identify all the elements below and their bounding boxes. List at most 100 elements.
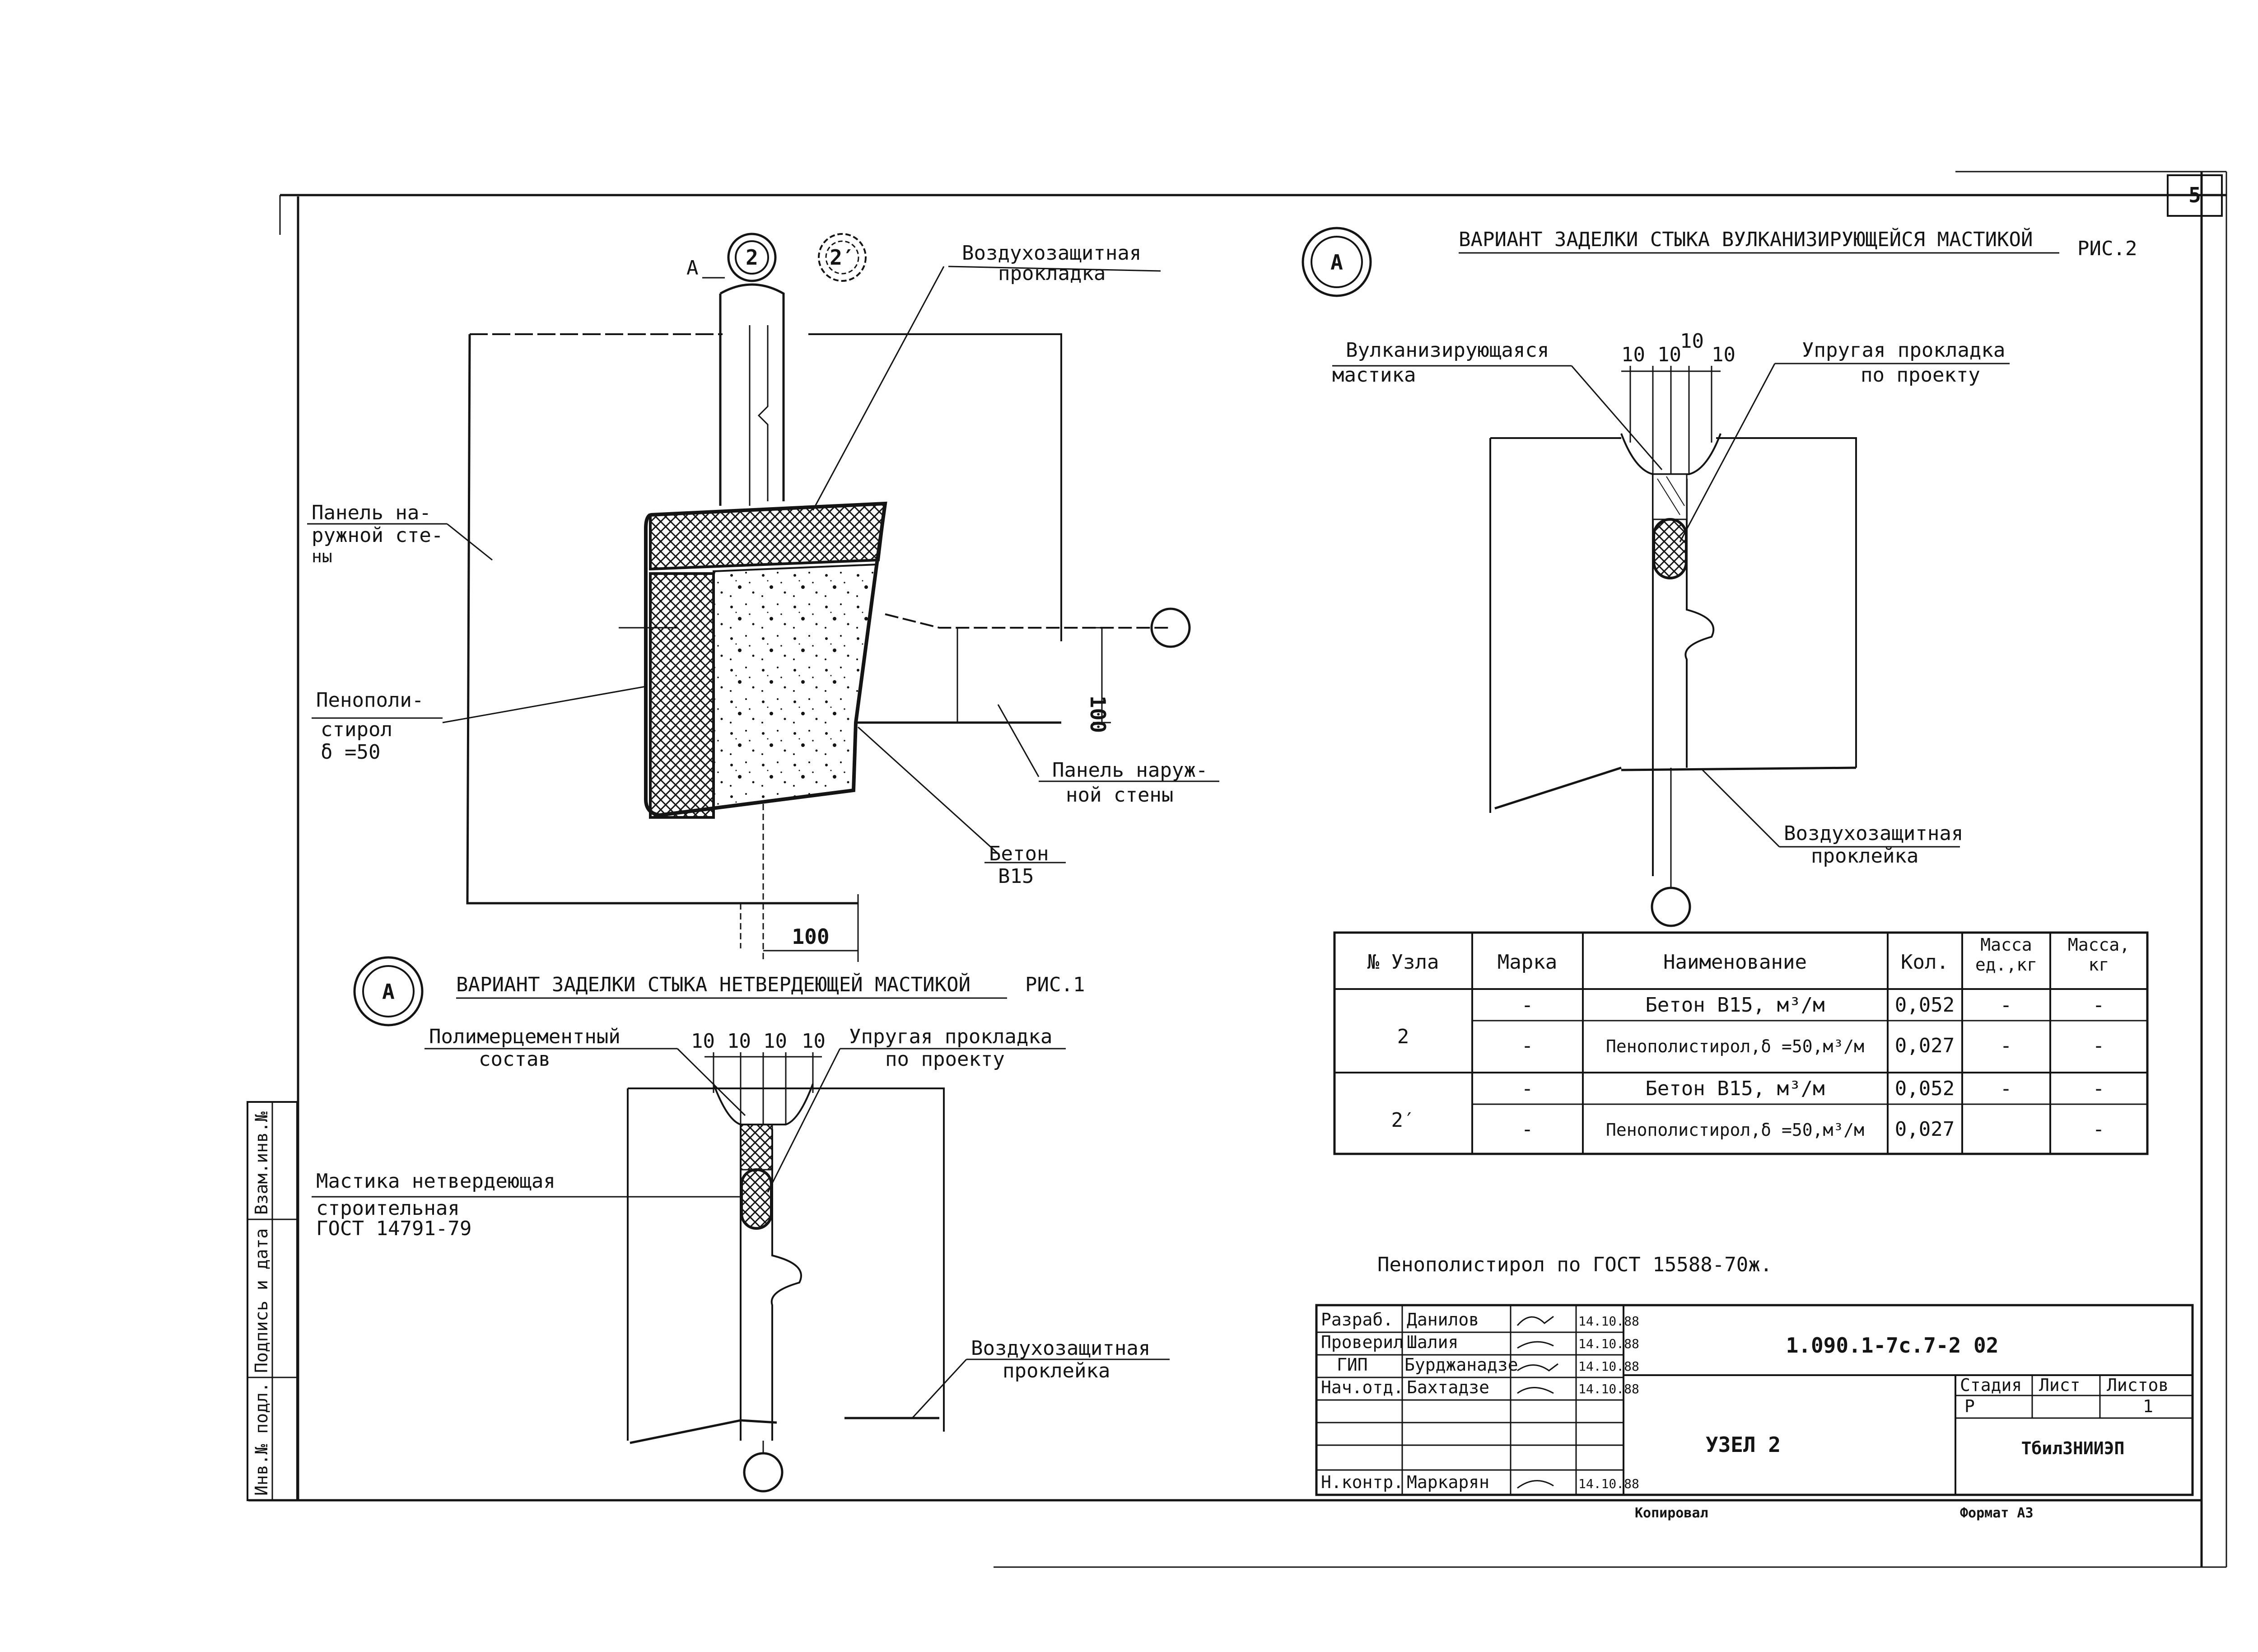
svg-text:Данилов: Данилов [1407, 1310, 1479, 1330]
svg-text:10: 10 [1680, 330, 1704, 353]
svg-text:по проекту: по проекту [1861, 364, 1980, 387]
svg-text:по проекту: по проекту [885, 1048, 1005, 1071]
svg-text:-: - [1521, 1118, 1534, 1141]
fig1-dims: 10 10 10 10 [691, 1030, 826, 1125]
svg-text:-: - [2000, 1077, 2012, 1100]
dim-100-vertical: 100 [1086, 627, 1111, 733]
signature-mark [1517, 1480, 1554, 1489]
header-unit-mass: Масса ед.,кг [1975, 935, 2038, 975]
svg-text:Воздухозащитная: Воздухозащитная [971, 1337, 1150, 1360]
svg-text:Бахтадзе: Бахтадзе [1407, 1377, 1489, 1397]
signature-mark [1517, 1341, 1554, 1349]
dim-100-horizontal: 100 [762, 804, 859, 962]
svg-text:Н.контр.: Н.контр. [1321, 1472, 1404, 1492]
sheet-frame [248, 171, 2227, 1568]
svg-text:-: - [2000, 994, 2012, 1017]
svg-text:10: 10 [1621, 343, 1645, 366]
page-number-box: 5 [2167, 174, 2223, 217]
fig1-ref-circle: А [353, 956, 424, 1027]
fig2-label-vulc: Вулканизирующаяся мастика [1332, 339, 1663, 470]
svg-text:мастика: мастика [1332, 364, 1416, 387]
figure-2: А ВАРИАНТ ЗАДЕЛКИ СТЫКА ВУЛКАНИЗИРУЮЩЕЙС… [1302, 227, 2137, 927]
svg-text:-: - [2093, 1118, 2105, 1141]
svg-text:100: 100 [792, 924, 829, 949]
svg-text:ной стены: ной стены [1066, 784, 1173, 807]
figure-1: А ВАРИАНТ ЗАДЕЛКИ СТЫКА НЕТВЕРДЕЮЩЕЙ МАС… [312, 956, 1170, 1493]
svg-text:2′: 2′ [830, 245, 854, 270]
footer-format: Формат А3 [1960, 1505, 2034, 1521]
svg-text:Листов: Листов [2107, 1375, 2169, 1395]
note-foam-standard: Пенополистирол по ГОСТ 15588-70ж. [1377, 1253, 1772, 1276]
svg-text:Пенополи-: Пенополи- [316, 689, 424, 712]
foam-insulation-side [649, 572, 715, 819]
svg-text:Бетон В15, м³/м: Бетон В15, м³/м [1645, 994, 1824, 1017]
svg-text:А: А [686, 257, 699, 280]
fig1-mastic [740, 1124, 773, 1171]
header-mass: Масса, кг [2067, 935, 2130, 975]
svg-text:стирол: стирол [321, 718, 392, 741]
approval-strip: Взам.инв.№ Подпись и дата Инв.№ подл. [247, 1101, 298, 1501]
svg-text:-: - [2093, 1077, 2105, 1100]
fig1-elastic-gasket [740, 1168, 773, 1230]
fig2-label: РИС.2 [2077, 237, 2137, 260]
title-block: Разраб. Проверил ГИП Нач.отд. Н.контр. Д… [1315, 1304, 2194, 1496]
svg-text:Упругая прокладка: Упругая прокладка [1802, 339, 2005, 362]
svg-text:Вулканизирующаяся: Вулканизирующаяся [1346, 339, 1549, 362]
svg-text:10: 10 [802, 1030, 826, 1053]
fig1-label-mastic: Мастика нетвердеющая строительная ГОСТ 1… [312, 1170, 743, 1240]
svg-text:Проверил: Проверил [1321, 1332, 1404, 1352]
svg-text:14.10.88: 14.10.88 [1578, 1476, 1639, 1491]
svg-text:Нач.отд.: Нач.отд. [1321, 1377, 1404, 1397]
svg-text:14.10.88: 14.10.88 [1578, 1359, 1639, 1374]
svg-text:Взам.инв.№: Взам.инв.№ [252, 1111, 271, 1215]
svg-text:Полимерцементный: Полимерцементный [429, 1025, 620, 1048]
svg-text:-: - [1521, 994, 1534, 1017]
svg-text:состав: состав [479, 1048, 551, 1071]
fig2-label-air: Воздухозащитная проклейка [1702, 769, 1963, 868]
svg-text:Стадия: Стадия [1960, 1375, 2022, 1395]
concrete-fill [713, 563, 877, 810]
svg-text:Маркарян: Маркарян [1407, 1472, 1489, 1492]
spec-table: № Узла Марка Наименование Кол. Масса ед.… [1333, 931, 2149, 1155]
svg-text:10: 10 [1712, 343, 1735, 366]
fig1-label-polymer: Полимерцементный состав [425, 1025, 746, 1116]
svg-text:№ Узла: № Узла [1367, 951, 1439, 974]
svg-text:Инв.№ подл.: Инв.№ подл. [252, 1382, 271, 1496]
svg-text:2: 2 [746, 245, 758, 270]
fig2-elastic-gasket [1652, 518, 1688, 579]
svg-text:Р: Р [1964, 1396, 1975, 1416]
label-panel-left: Панель на- ружной сте- ны [307, 501, 447, 566]
svg-text:Панель наруж-: Панель наруж- [1052, 759, 1208, 782]
svg-text:-: - [2000, 1034, 2012, 1057]
svg-text:Панель на-: Панель на- [312, 501, 431, 524]
doc-code: 1.090.1-7с.7-2 02 [1786, 1333, 1999, 1358]
svg-text:Бетон В15, м³/м: Бетон В15, м³/м [1645, 1077, 1824, 1100]
svg-text:Марка: Марка [1498, 951, 1557, 974]
svg-text:2′: 2′ [1391, 1109, 1415, 1132]
svg-text:1: 1 [2143, 1396, 2153, 1416]
signature-mark [1517, 1363, 1558, 1372]
fig1-title: ВАРИАНТ ЗАДЕЛКИ СТЫКА НЕТВЕРДЕЮЩЕЙ МАСТИ… [456, 972, 970, 996]
svg-text:Воздухозащитная: Воздухозащитная [962, 242, 1141, 265]
drawing-title: УЗЕЛ 2 [1706, 1433, 1781, 1457]
svg-text:Бурджанадзе: Бурджанадзе [1404, 1355, 1518, 1375]
svg-text:100: 100 [1086, 695, 1110, 733]
fig2-title: ВАРИАНТ ЗАДЕЛКИ СТЫКА ВУЛКАНИЗИРУЮЩЕЙСЯ … [1459, 227, 2033, 251]
svg-text:Разраб.: Разраб. [1321, 1310, 1393, 1330]
svg-text:Мастика нетвердеющая: Мастика нетвердеющая [316, 1170, 555, 1193]
svg-text:Пенополистирол,δ =50,м³/м: Пенополистирол,δ =50,м³/м [1606, 1120, 1864, 1140]
label-foam: Пенополи- стирол δ =50 [312, 689, 443, 764]
footer-copied: Копировал [1635, 1505, 1708, 1521]
svg-text:0,027: 0,027 [1895, 1034, 1955, 1057]
svg-text:0,052: 0,052 [1895, 994, 1955, 1017]
node-callout-2: 2 [727, 233, 777, 282]
spec-table-header: № Узла Марка Наименование Кол. Масса ед.… [1367, 935, 2130, 975]
svg-text:прокладка: прокладка [998, 262, 1106, 285]
node-callout-2prime: 2′ [818, 233, 867, 282]
label-air-protective: Воздухозащитная прокладка [948, 242, 1161, 285]
svg-text:проклейка: проклейка [1003, 1359, 1110, 1382]
svg-text:-: - [1521, 1034, 1534, 1057]
svg-text:Воздухозащитная: Воздухозащитная [1784, 822, 1963, 845]
svg-text:ГИП: ГИП [1337, 1355, 1368, 1375]
